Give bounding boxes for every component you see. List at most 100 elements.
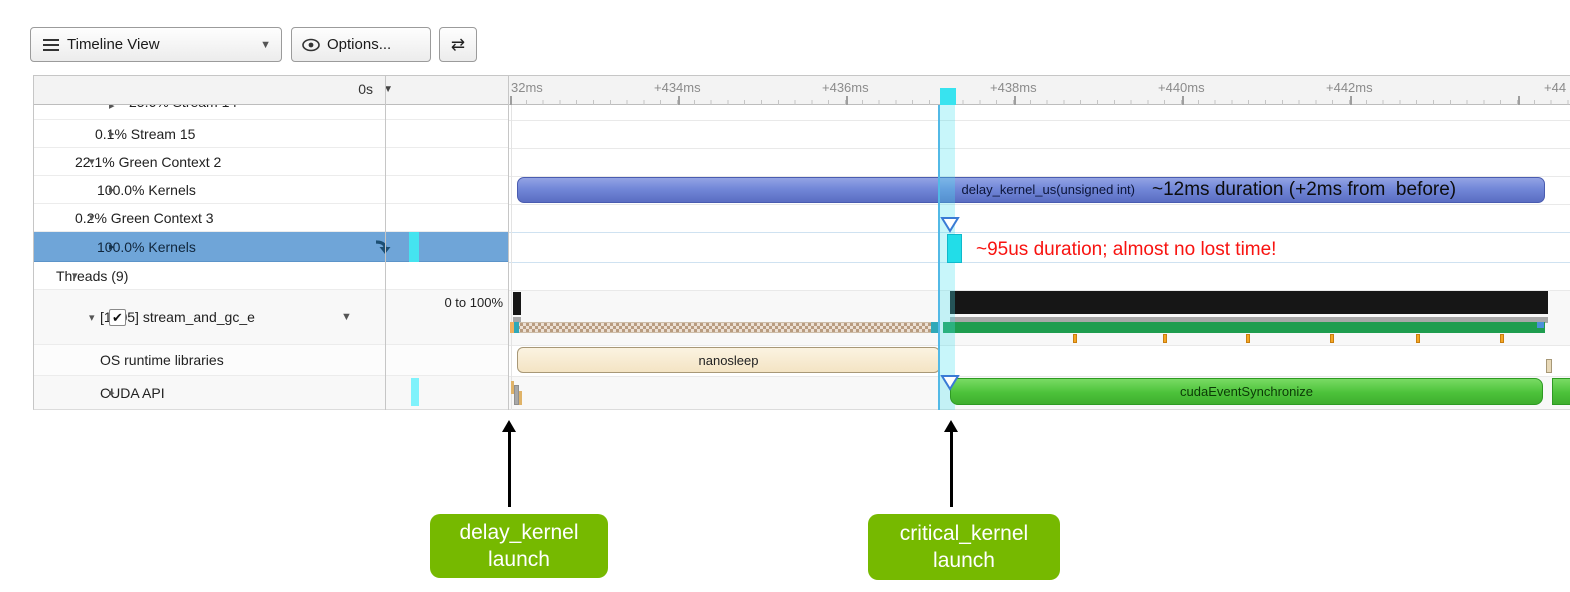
ruler-tick-label: +436ms — [822, 80, 869, 95]
collapsed-arrow-icon[interactable]: ▸ — [109, 184, 115, 196]
row-separator — [508, 376, 1570, 377]
nanosleep-bar[interactable]: nanosleep — [517, 347, 940, 373]
kernel-launch-marker-icon[interactable] — [940, 217, 960, 233]
selection-accent — [409, 232, 419, 262]
callout-line: launch — [933, 549, 995, 572]
cuda-api-next-bar-sliver[interactable] — [1552, 378, 1570, 405]
tree-row-thread-1405[interactable]: ▾ ✔ [1405] stream_and_gc_e ▼ 0 to 100% — [34, 290, 508, 345]
tree-row-label: OS runtime libraries — [100, 352, 224, 368]
row-separator — [508, 148, 1570, 149]
cuda-api-call-sliver[interactable] — [511, 381, 514, 394]
expanded-arrow-icon[interactable]: ▾ — [72, 270, 78, 282]
thread-visibility-checkbox[interactable]: ✔ — [109, 308, 126, 326]
collapsed-arrow-icon[interactable]: ▸ — [109, 128, 115, 140]
tree-row-green-context-3[interactable]: ▾ 0.2% Green Context 3 — [34, 204, 508, 232]
timeline-view-dropdown[interactable]: Timeline View ▼ — [30, 27, 282, 62]
event-tick-orange — [1330, 334, 1334, 343]
panel-divider[interactable] — [508, 75, 509, 410]
major-gridline — [511, 105, 512, 410]
thread-options-chevron-icon[interactable]: ▼ — [341, 311, 352, 323]
swap-arrows-icon: ⇄ — [450, 34, 466, 54]
eye-icon — [302, 38, 320, 51]
callout-line: critical_kernel — [899, 521, 1029, 545]
tree-row-green-context-2[interactable]: ▾ 22.1% Green Context 2 — [34, 148, 508, 176]
cuda-event-synchronize-label: cudaEventSynchronize — [1180, 384, 1313, 399]
tree-row-label: 0.2% Green Context 3 — [75, 209, 214, 226]
critical-duration-annotation: ~95us duration; almost no lost time! — [976, 239, 1277, 260]
tree-row-stream14[interactable]: ▸ 25.6% Stream 14 — [34, 105, 508, 120]
collapsed-arrow-icon: ▸ — [109, 105, 115, 112]
event-tick-orange — [1500, 334, 1504, 343]
ruler-tick-label: +440ms — [1158, 80, 1205, 95]
expanded-arrow-icon[interactable]: ▾ — [89, 311, 95, 324]
origin-chevron-down-icon: ▼ — [383, 84, 393, 95]
event-tick-orange — [1073, 334, 1077, 343]
timeline-view-label: Timeline View — [67, 36, 160, 53]
callout-arrow-line — [508, 430, 511, 507]
tree-row-threads[interactable]: ▾ Threads (9) — [34, 262, 508, 290]
row-separator — [508, 345, 1570, 346]
timeline-selection-band[interactable] — [938, 105, 955, 410]
column-divider[interactable] — [385, 75, 386, 410]
cuda-event-synchronize-bar[interactable]: cudaEventSynchronize — [950, 378, 1543, 405]
thread-state-chip-teal — [514, 322, 519, 333]
event-tick-orange — [1246, 334, 1250, 343]
tree-row-label: 22.1% Green Context 2 — [75, 153, 222, 170]
callout-arrow-head — [944, 420, 958, 432]
thread-scale-label: 0 to 100% — [444, 295, 503, 310]
collapsed-arrow-icon[interactable]: ▸ — [109, 387, 115, 399]
callout-arrow-head — [502, 420, 516, 432]
timeline-selection-ruler-chip[interactable] — [940, 88, 956, 105]
thread-sleep-state-band[interactable] — [510, 322, 938, 333]
tree-row-label: [1405] stream_and_gc_e — [100, 309, 255, 325]
ruler-tick-label: 32ms — [511, 80, 543, 95]
tree-row-label: 100.0% Kernels — [97, 238, 196, 255]
ruler-tick-label: +442ms — [1326, 80, 1373, 95]
tree-row-kernels-gc2[interactable]: ▸ 100.0% Kernels — [34, 176, 508, 204]
chevron-down-icon: ▼ — [260, 38, 271, 51]
critical-kernel-bar[interactable] — [947, 234, 962, 263]
tree-row-os-runtime[interactable]: OS runtime libraries — [34, 345, 508, 376]
tree-row-cuda-api[interactable]: ▸ CUDA API — [34, 376, 508, 410]
selection-accent — [411, 378, 419, 406]
expanded-arrow-icon[interactable]: ▾ — [89, 156, 95, 168]
thread-state-chip-teal — [931, 322, 938, 333]
delay-kernel-bar[interactable] — [517, 177, 1545, 203]
options-label: Options... — [327, 36, 392, 53]
event-tick-orange — [1163, 334, 1167, 343]
ruler-tick-label: +438ms — [990, 80, 1037, 95]
callout-arrow-line — [950, 430, 953, 507]
tree-row-label: 25.6% Stream 14 — [129, 105, 237, 110]
collapsed-arrow-icon[interactable]: ▸ — [109, 241, 115, 253]
row-separator — [508, 176, 1570, 177]
tree-row-label: 0.1% Stream 15 — [95, 125, 196, 142]
tree-row-label: Threads (9) — [56, 267, 129, 284]
cuda-api-call-sliver[interactable] — [519, 391, 522, 405]
row-separator — [508, 232, 1570, 233]
callout-line: delay_kernel — [459, 520, 579, 544]
delay-kernel-callout: delay_kernel launch — [430, 514, 608, 578]
thread-state-chip-orange — [510, 322, 514, 333]
timeline-origin-label: 0s — [358, 81, 373, 97]
tree-row-kernels-gc3-selected[interactable]: ▸ 100.0% Kernels — [34, 232, 508, 262]
kernel-launch-marker-icon[interactable] — [940, 375, 960, 391]
swap-rows-button[interactable]: ⇄ — [439, 27, 477, 62]
tree-header[interactable]: 0s ▼ — [33, 75, 508, 105]
delay-duration-annotation: ~12ms duration (+2ms from before) — [1152, 179, 1457, 200]
thread-state-green-bar[interactable] — [943, 322, 1545, 333]
options-button[interactable]: Options... — [291, 27, 431, 62]
expanded-arrow-icon[interactable]: ▾ — [89, 212, 95, 224]
event-tick-orange — [1416, 334, 1420, 343]
delay-kernel-bar-label: delay_kernel_us(unsigned int) — [961, 182, 1135, 197]
ruler-ticks — [508, 96, 1570, 105]
os-runtime-sliver[interactable] — [1546, 359, 1552, 373]
thread-running-spike[interactable] — [513, 292, 521, 315]
thread-runnable-bar[interactable] — [950, 317, 1548, 323]
cuda-api-call-sliver[interactable] — [514, 385, 519, 405]
thread-runnable-sliver[interactable] — [513, 317, 521, 323]
thread-running-bar[interactable] — [950, 291, 1548, 314]
tree-row-stream15[interactable]: ▸ 0.1% Stream 15 — [34, 120, 508, 148]
ruler-tick-label: +44 — [1544, 80, 1567, 95]
callout-line: launch — [488, 548, 550, 571]
